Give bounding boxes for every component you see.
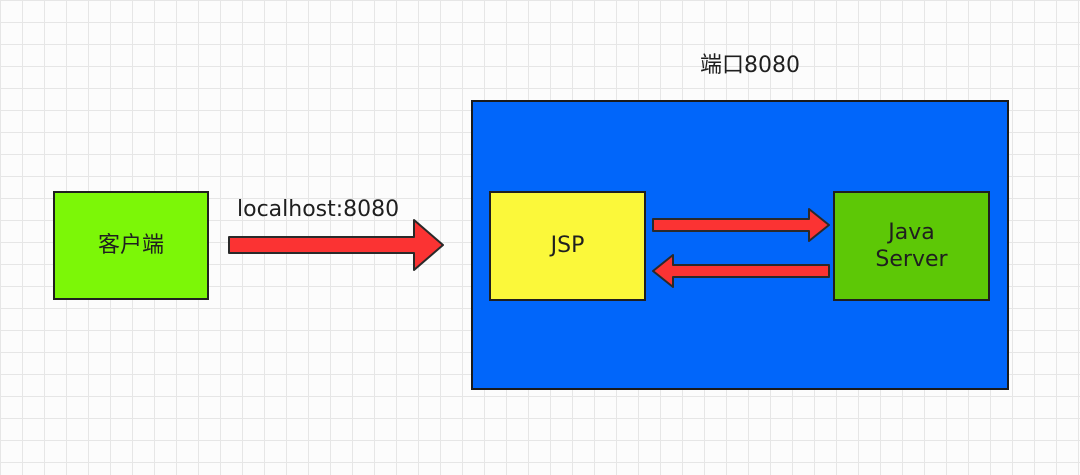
jsp-node-label: JSP: [550, 233, 585, 259]
arrow-client-to-jsp: [228, 219, 444, 271]
client-node-label: 客户端: [97, 232, 164, 258]
java-server-label-line1: Java: [888, 219, 935, 245]
jsp-node: JSP: [489, 191, 646, 301]
java-server-label: Java Server: [875, 219, 947, 274]
java-server-label-line2: Server: [875, 247, 948, 272]
edge-label-localhost: localhost:8080: [237, 197, 400, 222]
port-label: 端口8080: [700, 53, 800, 78]
java-server-node: Java Server: [833, 191, 990, 301]
client-node: 客户端: [53, 191, 209, 300]
